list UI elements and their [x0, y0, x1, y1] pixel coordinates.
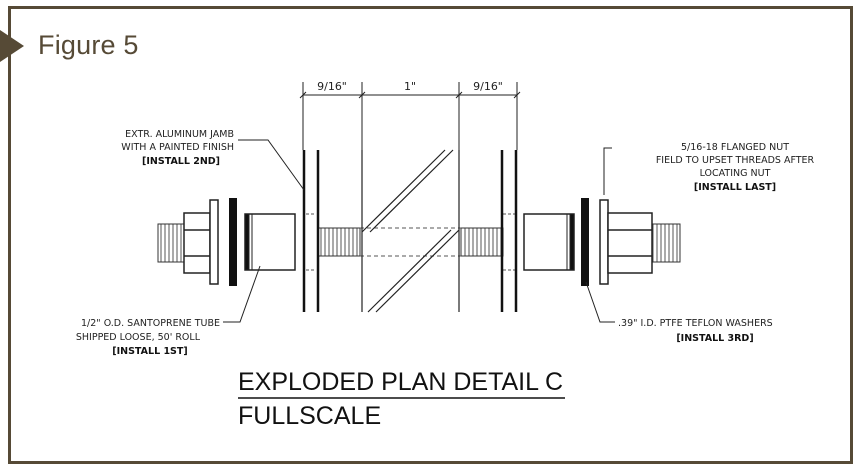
figure-marker-arrow	[0, 30, 24, 62]
dimension-lines	[299, 82, 521, 150]
leader-lines	[223, 139, 615, 323]
left-santoprene-tube	[244, 213, 296, 271]
left-nut	[183, 199, 219, 285]
right-ptfe-washer	[581, 198, 589, 286]
right-flanged-nut	[599, 199, 653, 285]
dimension-right: 9/16"	[473, 80, 503, 93]
dimension-left: 9/16"	[317, 80, 347, 93]
washers-install-step: [INSTALL 3RD]	[676, 333, 753, 344]
figure-title: Figure 5	[38, 30, 139, 60]
detail-title: EXPLODED PLAN DETAIL C	[238, 368, 563, 396]
nut-label-line2: FIELD TO UPSET THREADS AFTER	[656, 155, 815, 166]
nut-install-step: [INSTALL LAST]	[694, 182, 776, 193]
washers-label-line1: .39" I.D. PTFE TEFLON WASHERS	[618, 318, 773, 329]
tube-install-step: [INSTALL 1ST]	[112, 346, 187, 357]
left-aluminum-jamb	[302, 150, 320, 312]
figure-frame	[8, 6, 853, 464]
tube-label-line1: 1/2" O.D. SANTOPRENE TUBE	[81, 318, 220, 329]
wall-cavity	[361, 149, 460, 313]
nut-label-line3: LOCATING NUT	[700, 168, 771, 179]
detail-scale: FULLSCALE	[238, 402, 381, 430]
right-santoprene-tube	[523, 213, 575, 271]
dimension-middle: 1"	[404, 80, 416, 93]
right-aluminum-jamb	[500, 150, 518, 312]
jamb-label-line2: WITH A PAINTED FINISH	[121, 142, 234, 153]
nut-label-line1: 5/16-18 FLANGED NUT	[681, 142, 789, 153]
jamb-install-step: [INSTALL 2ND]	[142, 156, 220, 167]
tube-label-line2: SHIPPED LOOSE, 50' ROLL	[76, 332, 201, 343]
left-ptfe-washer	[229, 198, 237, 286]
jamb-label-line1: EXTR. ALUMINUM JAMB	[125, 129, 234, 140]
